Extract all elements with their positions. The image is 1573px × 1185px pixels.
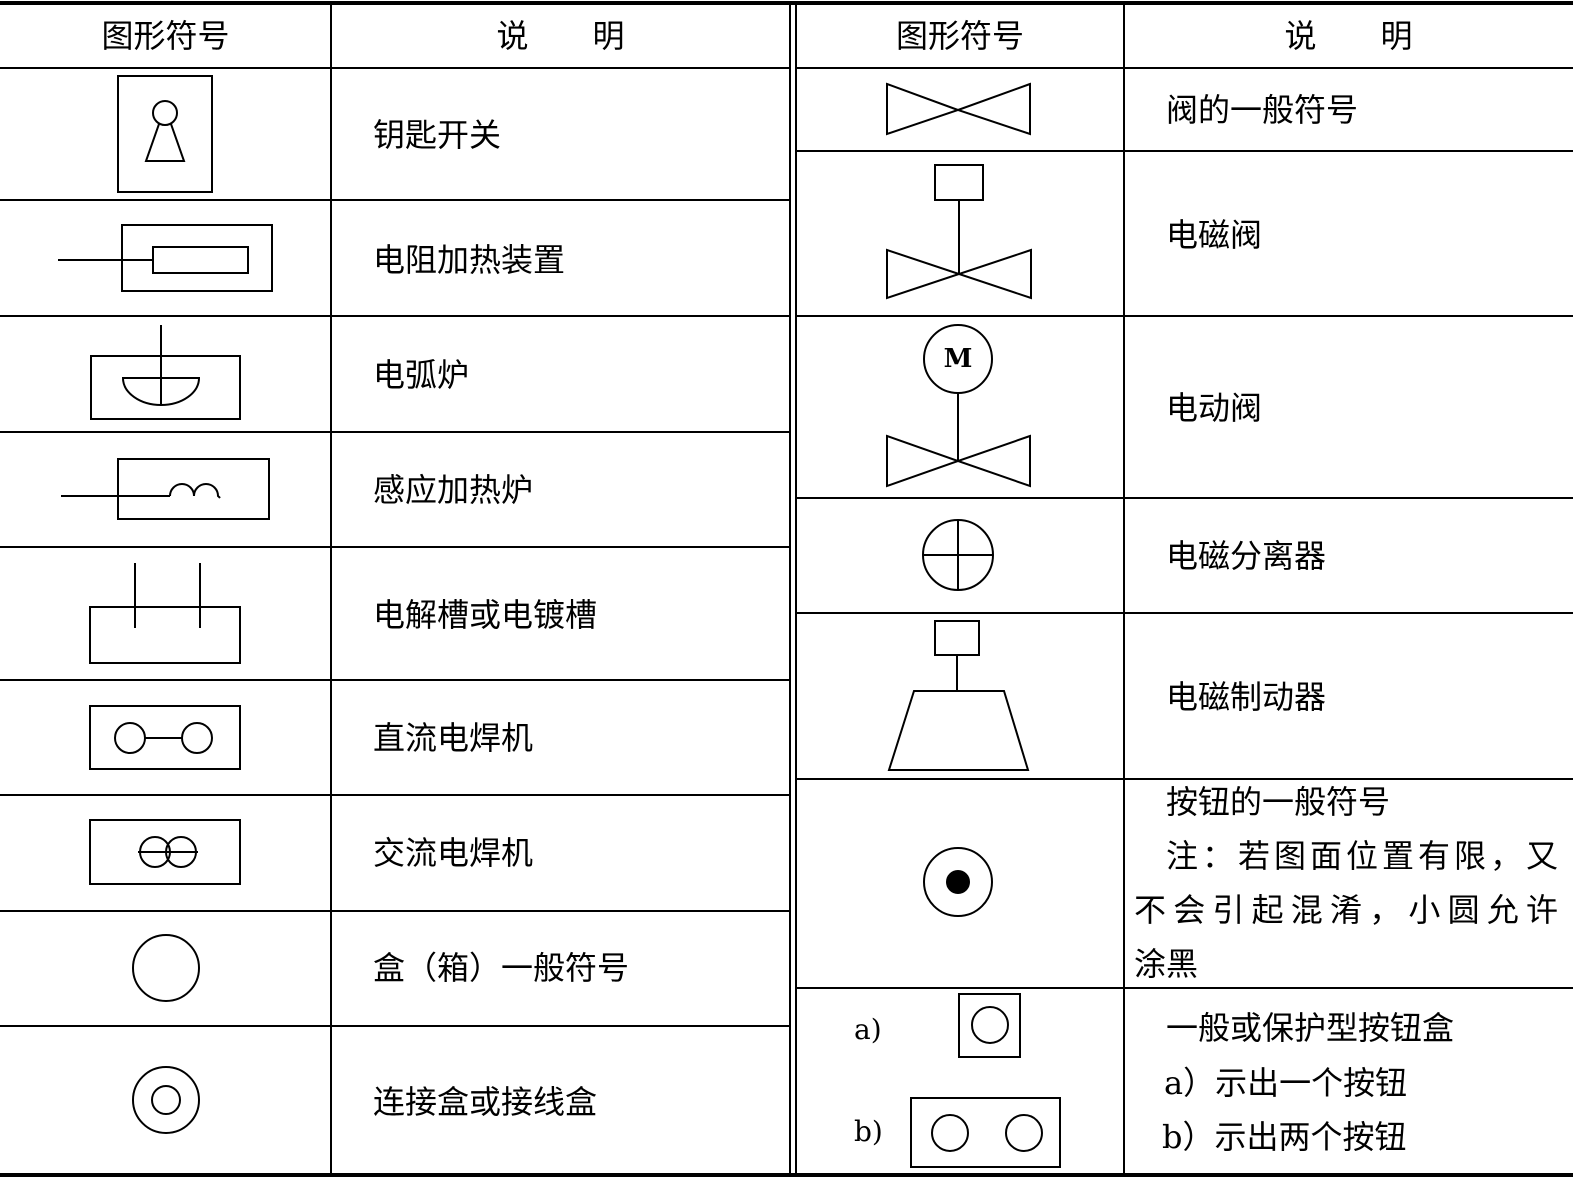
desc-button-box: 一般或保护型按钮盒: [1166, 1009, 1455, 1047]
electrolytic-cell-icon: [89, 563, 241, 664]
solenoid-valve-icon: [886, 164, 1032, 300]
desc-junction-box: 连接盒或接线盒: [373, 1083, 598, 1121]
desc-button-box-a: a）示出一个按钮: [1164, 1064, 1408, 1102]
note-line: 涂黑: [1134, 945, 1199, 983]
push-button-icon: [923, 847, 993, 917]
induction-furnace-icon: [61, 458, 270, 520]
sub-label-b: b): [854, 1115, 883, 1148]
motor-valve-icon: [886, 324, 1031, 488]
valve-icon: [886, 82, 1031, 136]
header-desc-left: 说 明: [496, 17, 625, 55]
desc-valve: 阀的一般符号: [1166, 91, 1359, 129]
desc-button-box-b: b）示出两个按钮: [1162, 1118, 1407, 1156]
desc-magnetic-separator: 电磁分离器: [1166, 537, 1327, 575]
push-button-note: 按钮的一般符号 注：若图面位置有限，又 不会引起混淆，小圆允许 涂黑: [1134, 775, 1558, 991]
header-symbol-right: 图形符号: [895, 17, 1024, 55]
desc-arc-furnace: 电弧炉: [373, 356, 470, 394]
note-line: 注：若图面位置有限，又: [1166, 837, 1558, 875]
ac-welder-icon: [89, 819, 241, 885]
junction-box-icon: [132, 1066, 200, 1134]
desc-box: 盒（箱）一般符号: [373, 949, 630, 987]
resistance-heater-icon: [58, 224, 273, 292]
desc-motor-valve: 电动阀: [1166, 389, 1263, 427]
sub-label-a: a): [854, 1013, 882, 1046]
desc-magnetic-brake: 电磁制动器: [1166, 678, 1327, 716]
desc-resistance-heater: 电阻加热装置: [373, 241, 566, 279]
desc-solenoid-valve: 电磁阀: [1166, 216, 1263, 254]
magnetic-brake-icon: [887, 620, 1030, 771]
key-switch-icon: [117, 75, 213, 193]
desc-electrolytic-cell: 电解槽或电镀槽: [373, 596, 598, 634]
box-icon: [132, 934, 200, 1002]
header-symbol-left: 图形符号: [101, 17, 230, 55]
desc-ac-welder: 交流电焊机: [373, 834, 534, 872]
desc-key-switch: 钥匙开关: [373, 116, 502, 154]
arc-furnace-icon: [90, 325, 241, 420]
desc-induction-furnace: 感应加热炉: [373, 471, 534, 509]
desc-dc-welder: 直流电焊机: [373, 719, 534, 757]
dc-welder-icon: [89, 705, 241, 770]
note-line: 不会引起混淆，小圆允许: [1134, 891, 1558, 929]
magnetic-separator-icon: [922, 519, 994, 591]
motor-label: M: [943, 344, 973, 374]
button-box-icon: [910, 993, 1061, 1168]
header-desc-right: 说 明: [1284, 17, 1413, 55]
desc-push-button: 按钮的一般符号: [1166, 783, 1391, 821]
